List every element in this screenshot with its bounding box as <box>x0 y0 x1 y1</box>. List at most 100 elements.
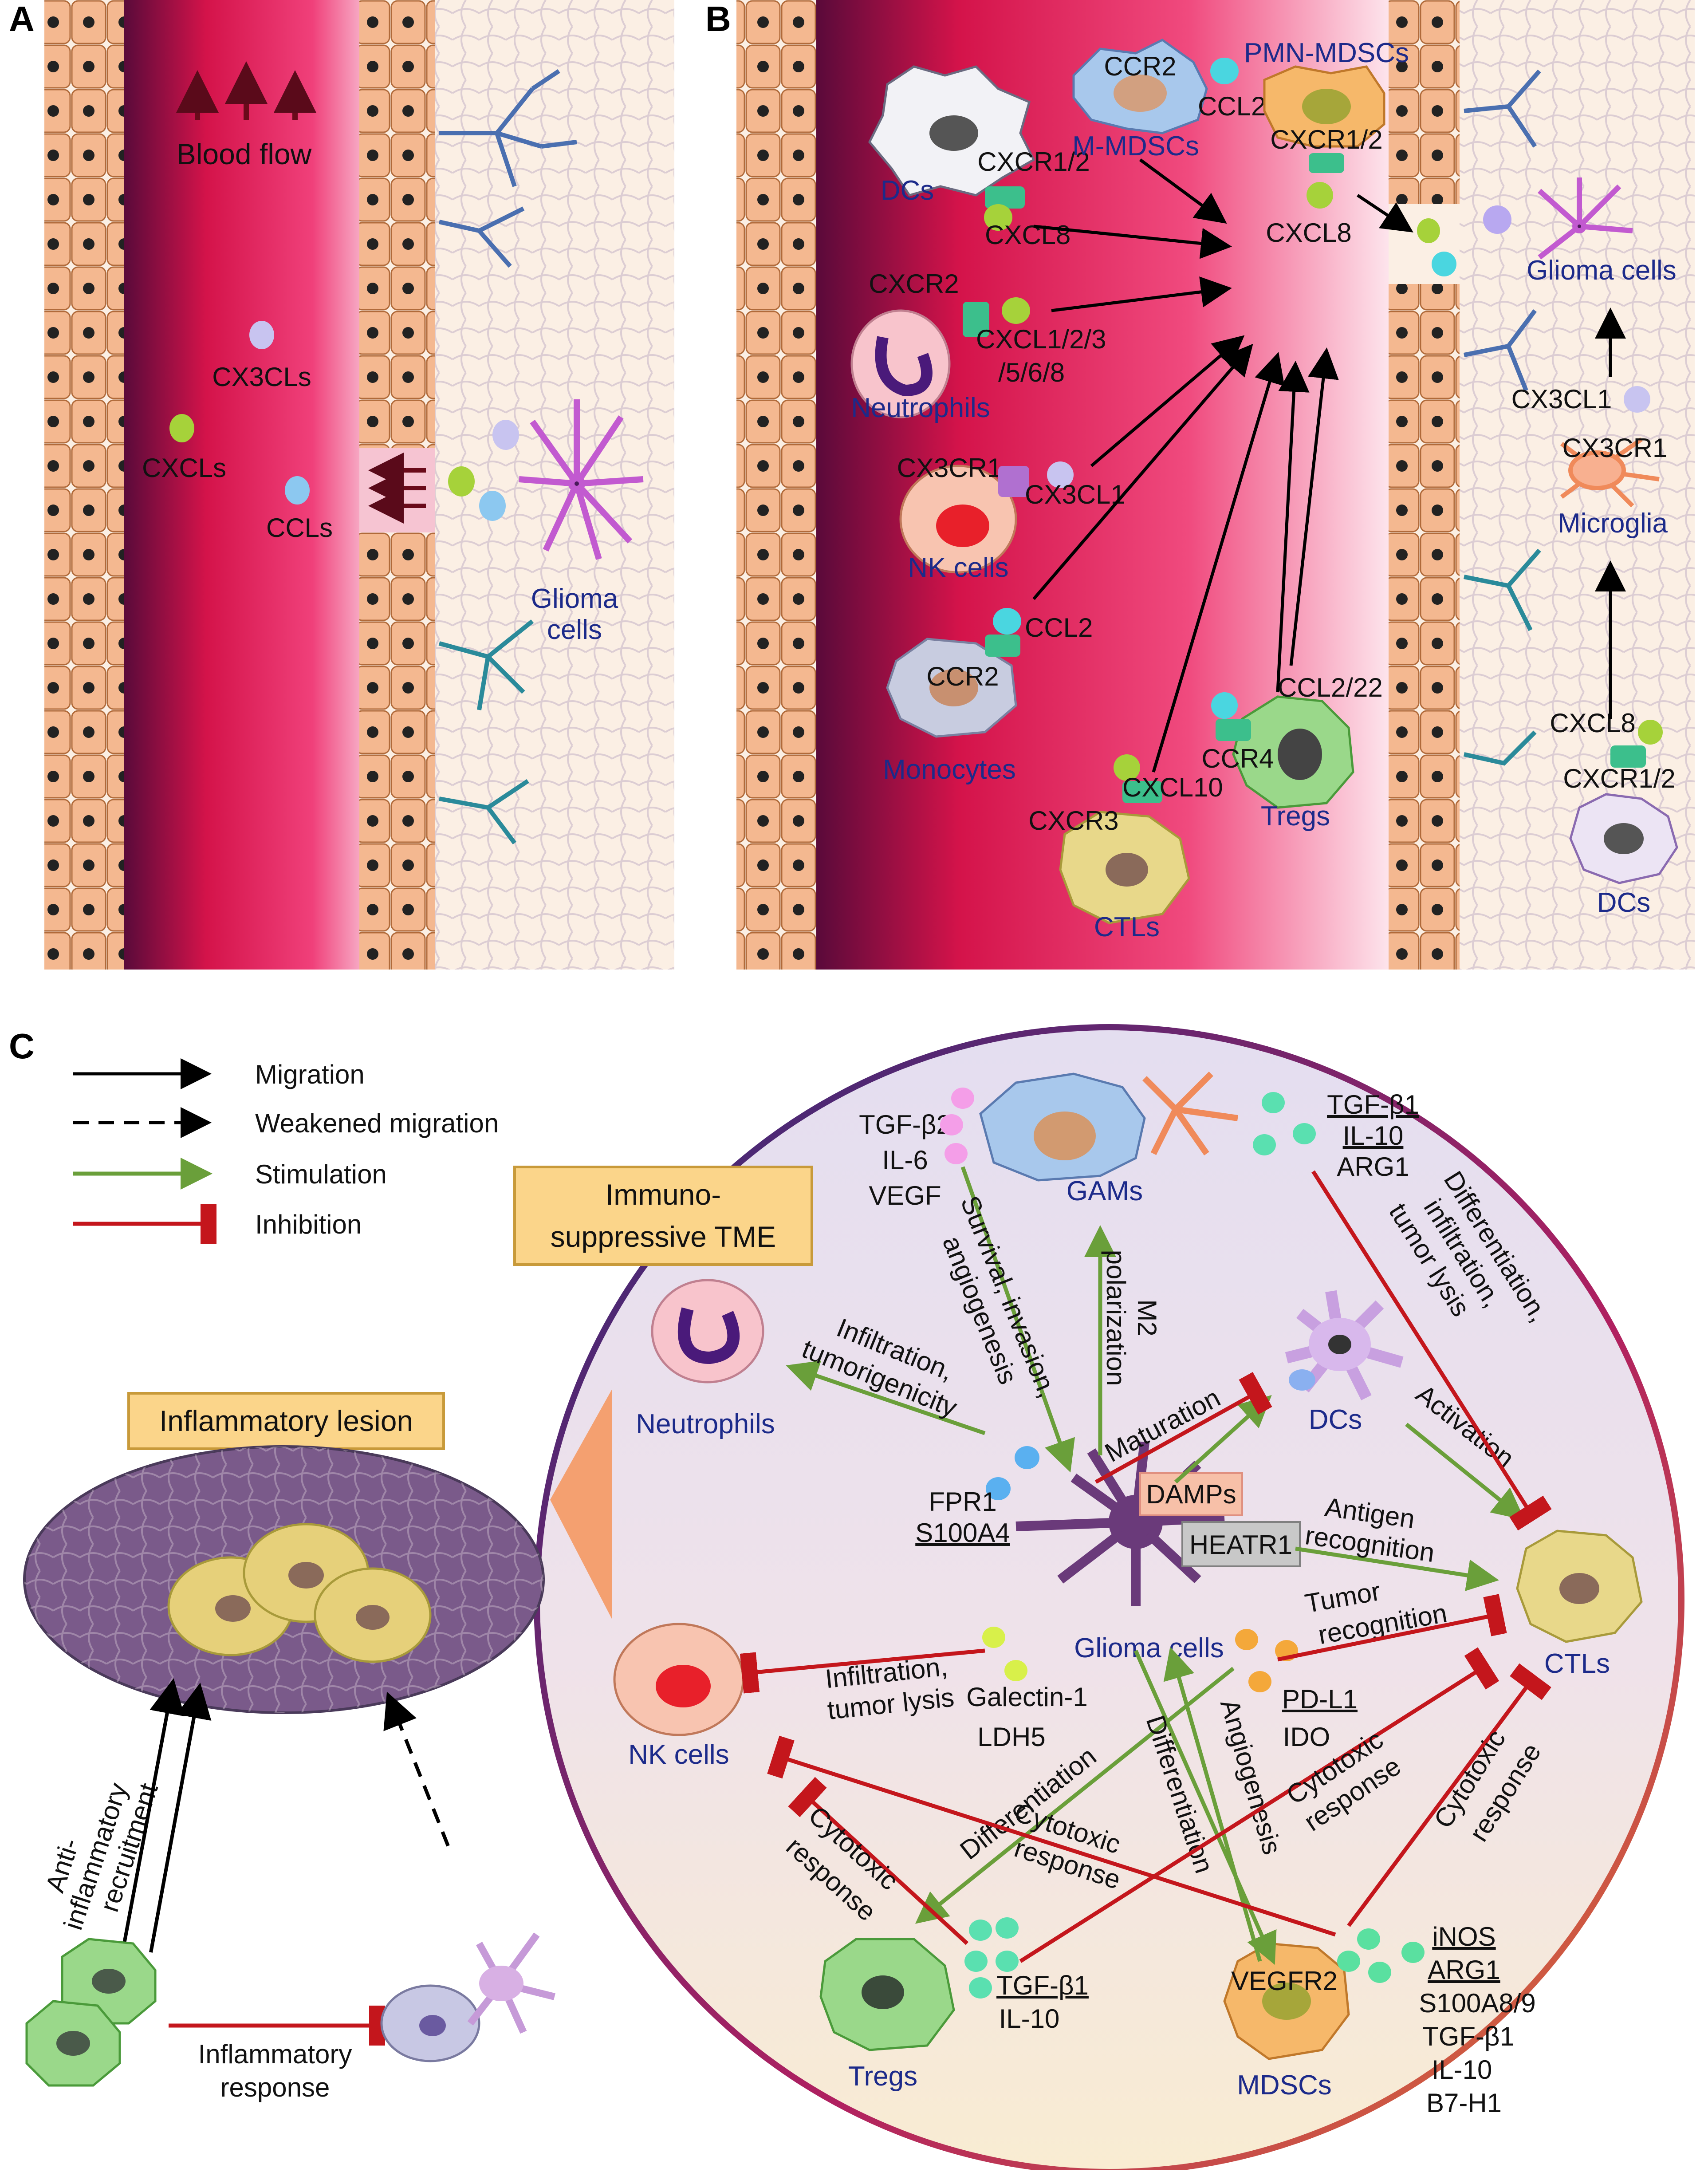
panel-c: C Migration Weakened migration Stimulati… <box>9 1024 1684 2172</box>
c-nk-label: NK cells <box>628 1739 729 1770</box>
b-ccl22-icon <box>1211 692 1238 719</box>
c-arg1-top-label: ARG1 <box>1337 1152 1409 1182</box>
c-s100a89-label: S100A8/9 <box>1419 1988 1536 2018</box>
b-ccl2-m-label: CCL2 <box>1198 91 1266 121</box>
b-cxcr12-pmn-label: CXCR1/2 <box>1270 125 1382 154</box>
b-cxcr12-right-receptor-icon <box>1610 745 1646 768</box>
panel-b-astrocyte-blue-icon <box>1464 69 1541 391</box>
b-dcs-label: DCs <box>881 175 934 206</box>
b-cxcl10-icon <box>1114 754 1140 781</box>
b-m-mdscs-label: M-MDSCs <box>1072 131 1199 162</box>
panel-a-letter: A <box>9 0 35 39</box>
c-stimulation-arrows <box>786 1166 1525 1965</box>
c-cytokine-mint-3 <box>1293 1123 1316 1144</box>
vessel-wall-left <box>44 0 124 970</box>
b-cx3cl1-mg-label: CX3CL1 <box>1511 384 1612 414</box>
b-cxcl-multi-icon <box>1002 297 1030 324</box>
c-gams-cell-icon <box>979 1072 1238 1182</box>
b-glioma-chemokine-green-icon <box>1417 218 1440 243</box>
b-nk-cell-icon <box>899 465 1017 574</box>
b-ccr4-label: CCR4 <box>1201 744 1274 773</box>
c-inos-label: iNOS <box>1432 1922 1495 1951</box>
b-cxcl8-dc-label: CXCL8 <box>985 220 1070 250</box>
b-nk-cells-label: NK cells <box>908 552 1008 583</box>
c-ido-label: IDO <box>1283 1722 1330 1752</box>
b-ctl-cell-icon <box>1059 811 1190 924</box>
b-ctls-label: CTLs <box>1094 912 1160 942</box>
c-mdsc-cell-icon <box>1223 1942 1350 2060</box>
legend-inhibition-label: Inhibition <box>255 1210 362 1239</box>
b-cxcr3-receptor-icon <box>1122 781 1162 803</box>
pmn-mdsc-cell-icon <box>1263 65 1385 148</box>
weakened-recruit-arrow <box>383 1691 450 1847</box>
anti-recruit-arrow-2 <box>149 1683 212 1953</box>
c-ctl-cell-icon <box>1516 1529 1643 1643</box>
tme-title-box <box>513 1166 813 1266</box>
b-cx3cl1-nk-icon <box>1047 461 1074 488</box>
b-glioma-chemokine-cyan-icon <box>1432 252 1456 276</box>
lesion-title-box <box>127 1392 445 1450</box>
c-ldh5-label: LDH5 <box>977 1722 1045 1752</box>
b-ccr2-mono-receptor-icon <box>985 635 1020 657</box>
c-il10-md-label: IL-10 <box>1432 2055 1492 2085</box>
panel-b-astrocyte-teal-icon <box>1463 548 1541 766</box>
c-galectin-label: Galectin-1 <box>966 1682 1087 1712</box>
c-mdscs-label: MDSCs <box>1237 2070 1332 2101</box>
blood-flow-arrows <box>176 61 316 120</box>
b-cxcl10-label: CXCL10 <box>1122 773 1223 802</box>
c-arg1-md-label: ARG1 <box>1428 1955 1500 1985</box>
c-ctls-label: CTLs <box>1544 1648 1610 1679</box>
c-inhibition-arrows <box>740 1170 1552 1963</box>
b-tregs-label: Tregs <box>1261 801 1330 832</box>
lesion-cells <box>167 1523 432 1663</box>
b-ccl2-mono-label: CCL2 <box>1025 613 1093 643</box>
c-m2-line1: M2 <box>1132 1299 1162 1336</box>
b-ccr2-mono-label: CCR2 <box>926 662 999 691</box>
c-neutrophil-cell-icon <box>651 1279 764 1384</box>
m-mdsc-cell-icon <box>1072 39 1208 134</box>
c-nk-cell-icon <box>613 1623 744 1736</box>
target-cells-icon <box>380 1932 555 2062</box>
c-treg-cytokine-4 <box>996 1951 1019 1972</box>
b-microglia-label: Microglia <box>1558 508 1668 539</box>
b-ccl2-mono-icon <box>993 608 1021 635</box>
b-neutrophil-cell-icon <box>850 309 951 418</box>
cx3cls-label: CX3CLs <box>212 362 311 392</box>
c-treg-cytokine-5 <box>969 1977 992 1999</box>
b-treg-cell-icon <box>1232 695 1354 809</box>
c-il10-treg-label: IL-10 <box>999 2004 1060 2034</box>
glioma-label-line2: cells <box>547 615 602 645</box>
c-gams-label: GAMs <box>1067 1176 1143 1206</box>
c-pdl1-label: PD-L1 <box>1282 1684 1358 1714</box>
c-neutrophils-label: Neutrophils <box>636 1409 775 1439</box>
lesion-title: Inflammatory lesion <box>159 1404 413 1437</box>
c-galectin-ligand-1 <box>982 1627 1005 1648</box>
tme-title-line1: Immuno- <box>606 1178 721 1211</box>
dc-cell-icon <box>868 65 1035 197</box>
b-cx3cr1-receptor-icon <box>998 466 1029 497</box>
c-glioma-label: Glioma cells <box>1074 1633 1224 1663</box>
glioma-label-line1: Glioma <box>531 583 618 614</box>
c-m2-line2: polarization <box>1101 1250 1131 1386</box>
b-pmn-mdscs-label: PMN-MDSCs <box>1244 38 1409 68</box>
c-heatr1-label: HEATR1 <box>1189 1530 1292 1560</box>
panel-b-letter: B <box>705 0 731 39</box>
c-pdl1-ligand-1 <box>1235 1629 1258 1650</box>
c-il10-top-label: IL-10 <box>1343 1121 1404 1151</box>
b-ccr4-receptor-icon <box>1216 719 1251 741</box>
b-cx3cl1-nk-label: CX3CL1 <box>1025 480 1126 509</box>
cx3cl-near-wall-icon <box>492 420 519 450</box>
c-cytokine-mint-1 <box>1262 1092 1285 1113</box>
c-mdsc-factor-4 <box>1401 1942 1425 1963</box>
c-galectin-ligand-2 <box>1004 1660 1027 1681</box>
b-glioma-cell-icon <box>1538 177 1633 260</box>
b-dc-right-cell-icon <box>1569 793 1678 884</box>
c-damps-box <box>1139 1472 1243 1516</box>
ccls-label: CCLs <box>266 513 333 543</box>
c-fpr1-ligand-1 <box>1015 1446 1039 1469</box>
b-cxcl8-right-label: CXCL8 <box>1550 708 1635 738</box>
b-ccl22-label: CCL2/22 <box>1278 673 1383 702</box>
b-cx3cr1-mg-label: CX3CR1 <box>1562 433 1668 463</box>
b-cxcl-multi-label-2: /5/6/8 <box>998 358 1065 387</box>
